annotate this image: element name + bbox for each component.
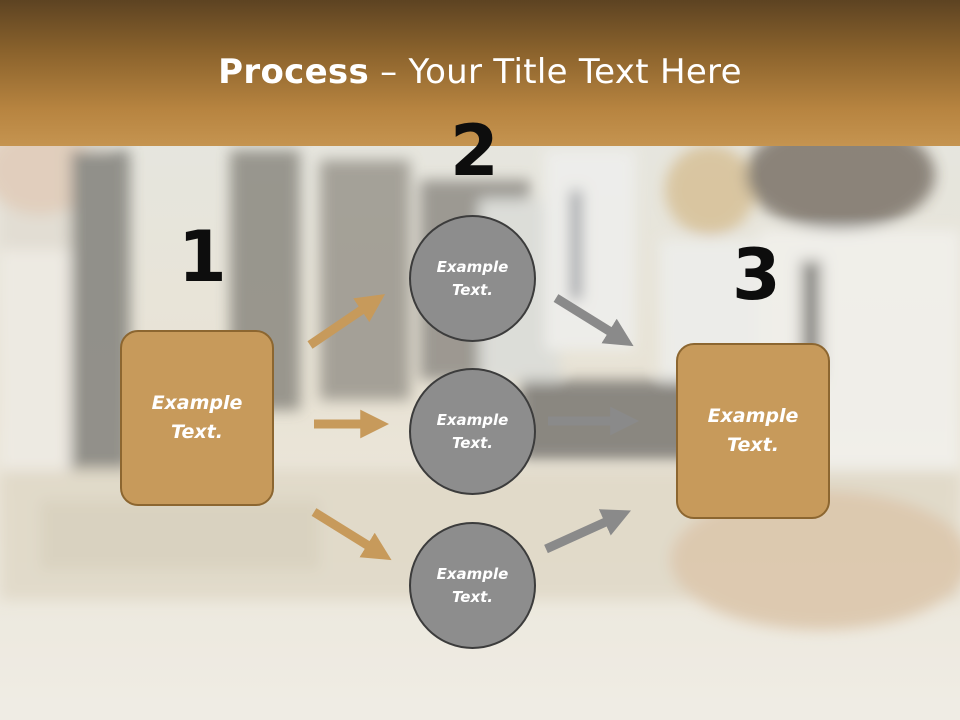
step-3-box-text: Example Text. <box>707 405 799 456</box>
title-rest-part: – Your Title Text Here <box>369 52 742 92</box>
step-number-1: 1 <box>178 216 227 298</box>
step-2-circle-top: Example Text. <box>409 215 536 342</box>
step-2-circle-bottom: Example Text. <box>409 522 536 649</box>
arrow-circle-top-to-3 <box>553 294 634 347</box>
title-bar <box>0 0 960 146</box>
step-2-circle-middle: Example Text. <box>409 368 536 495</box>
step-number-2: 2 <box>450 110 499 192</box>
arrow-circle-bottom-to-3 <box>544 509 631 554</box>
step-1-box: Example Text. <box>120 330 274 506</box>
slide-title: Process – Your Title Text Here <box>0 52 960 92</box>
title-bold-part: Process <box>218 52 370 92</box>
arrow-1-to-circle-bottom <box>311 508 392 561</box>
arrow-1-to-circle-top <box>307 294 386 349</box>
circle-top-text: Example Text. <box>436 257 509 299</box>
step-1-box-text: Example Text. <box>151 392 243 443</box>
step-number-3: 3 <box>732 234 781 316</box>
circle-middle-text: Example Text. <box>436 410 509 452</box>
step-3-box: Example Text. <box>676 343 830 519</box>
circle-bottom-text: Example Text. <box>436 564 509 606</box>
